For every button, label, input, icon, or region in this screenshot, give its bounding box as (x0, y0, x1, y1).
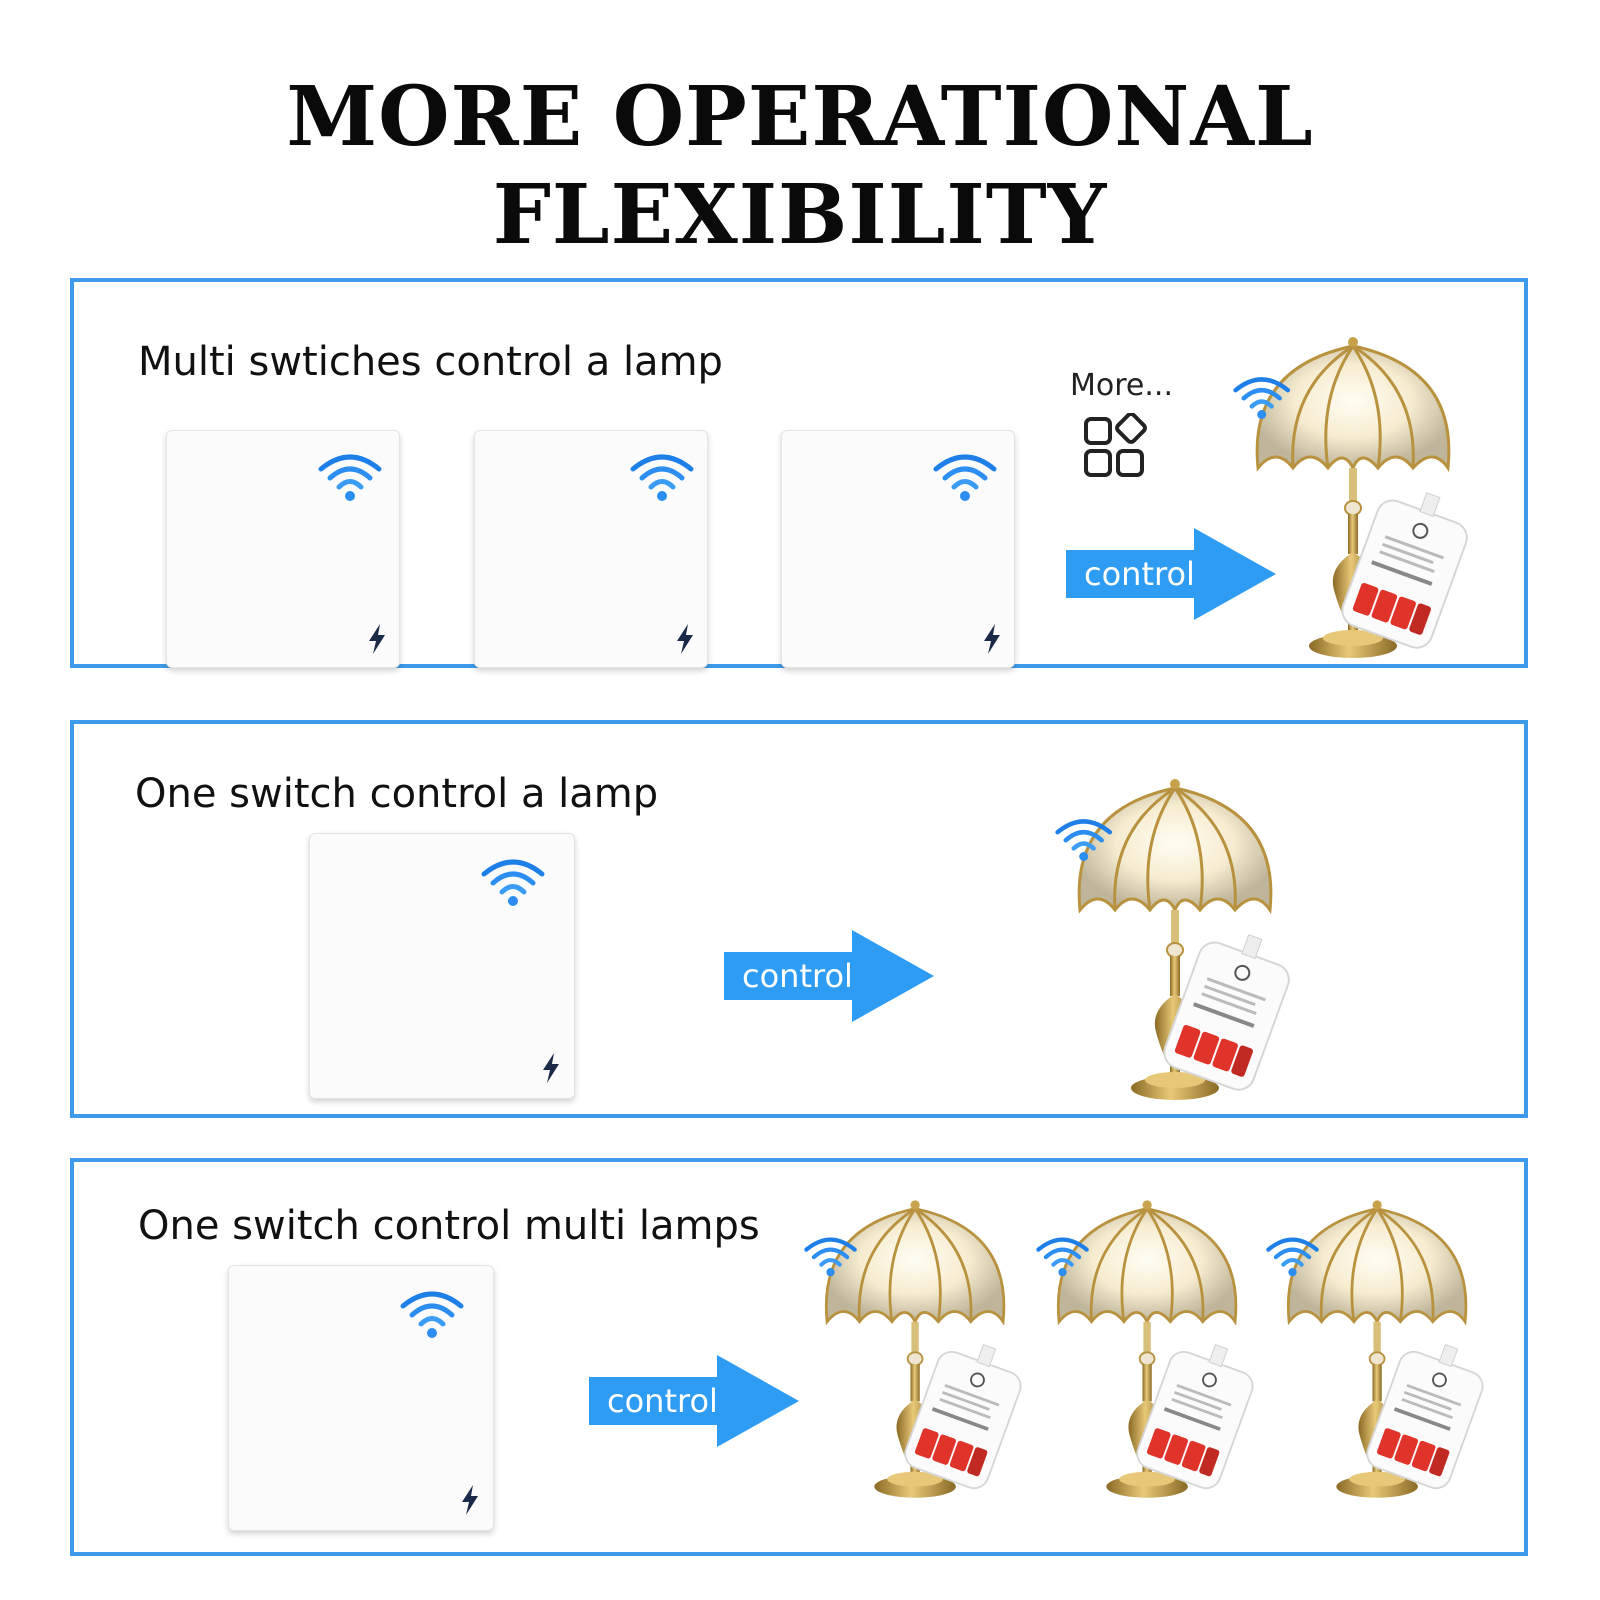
wifi-icon (317, 451, 383, 503)
switch-panel-1b[interactable] (474, 430, 708, 668)
control-label: control (589, 1377, 723, 1425)
arrow-head-icon (1194, 528, 1276, 620)
wifi-icon (932, 451, 998, 503)
more-label: More... (1070, 368, 1173, 403)
switch-panel-1c[interactable] (781, 430, 1015, 668)
apps-grid-icon (1084, 413, 1147, 477)
lamp-with-receiver-3 (1252, 1192, 1530, 1507)
lamp-with-receiver (1218, 328, 1518, 668)
arrow-head-icon (717, 1355, 799, 1447)
control-label: control (1066, 550, 1200, 598)
panel-2-heading: One switch control a lamp (135, 771, 659, 817)
page-title-line-1: MORE OPERATIONAL (286, 69, 1314, 165)
lightning-bolt-icon (981, 623, 1003, 655)
lightning-bolt-icon (540, 1052, 562, 1084)
control-arrow-2: control (724, 930, 934, 1022)
lightning-bolt-icon (366, 623, 388, 655)
page-title-line-2: FLEXIBILITY (492, 167, 1108, 263)
lightning-bolt-icon (674, 623, 696, 655)
control-label: control (724, 952, 858, 1000)
switch-panel-2[interactable] (309, 833, 575, 1099)
switch-panel-3[interactable] (228, 1265, 494, 1531)
wifi-icon (629, 451, 695, 503)
panel-3-heading: One switch control multi lamps (138, 1203, 760, 1249)
switch-panel-1a[interactable] (166, 430, 400, 668)
lightning-bolt-icon (459, 1484, 481, 1516)
arrow-head-icon (852, 930, 934, 1022)
wifi-icon (399, 1288, 465, 1340)
wifi-icon (480, 856, 546, 908)
control-arrow-3: control (589, 1355, 799, 1447)
lamp-with-receiver (1040, 770, 1340, 1110)
panel-1-heading: Multi swtiches control a lamp (138, 339, 723, 385)
control-arrow-1: control (1066, 528, 1276, 620)
